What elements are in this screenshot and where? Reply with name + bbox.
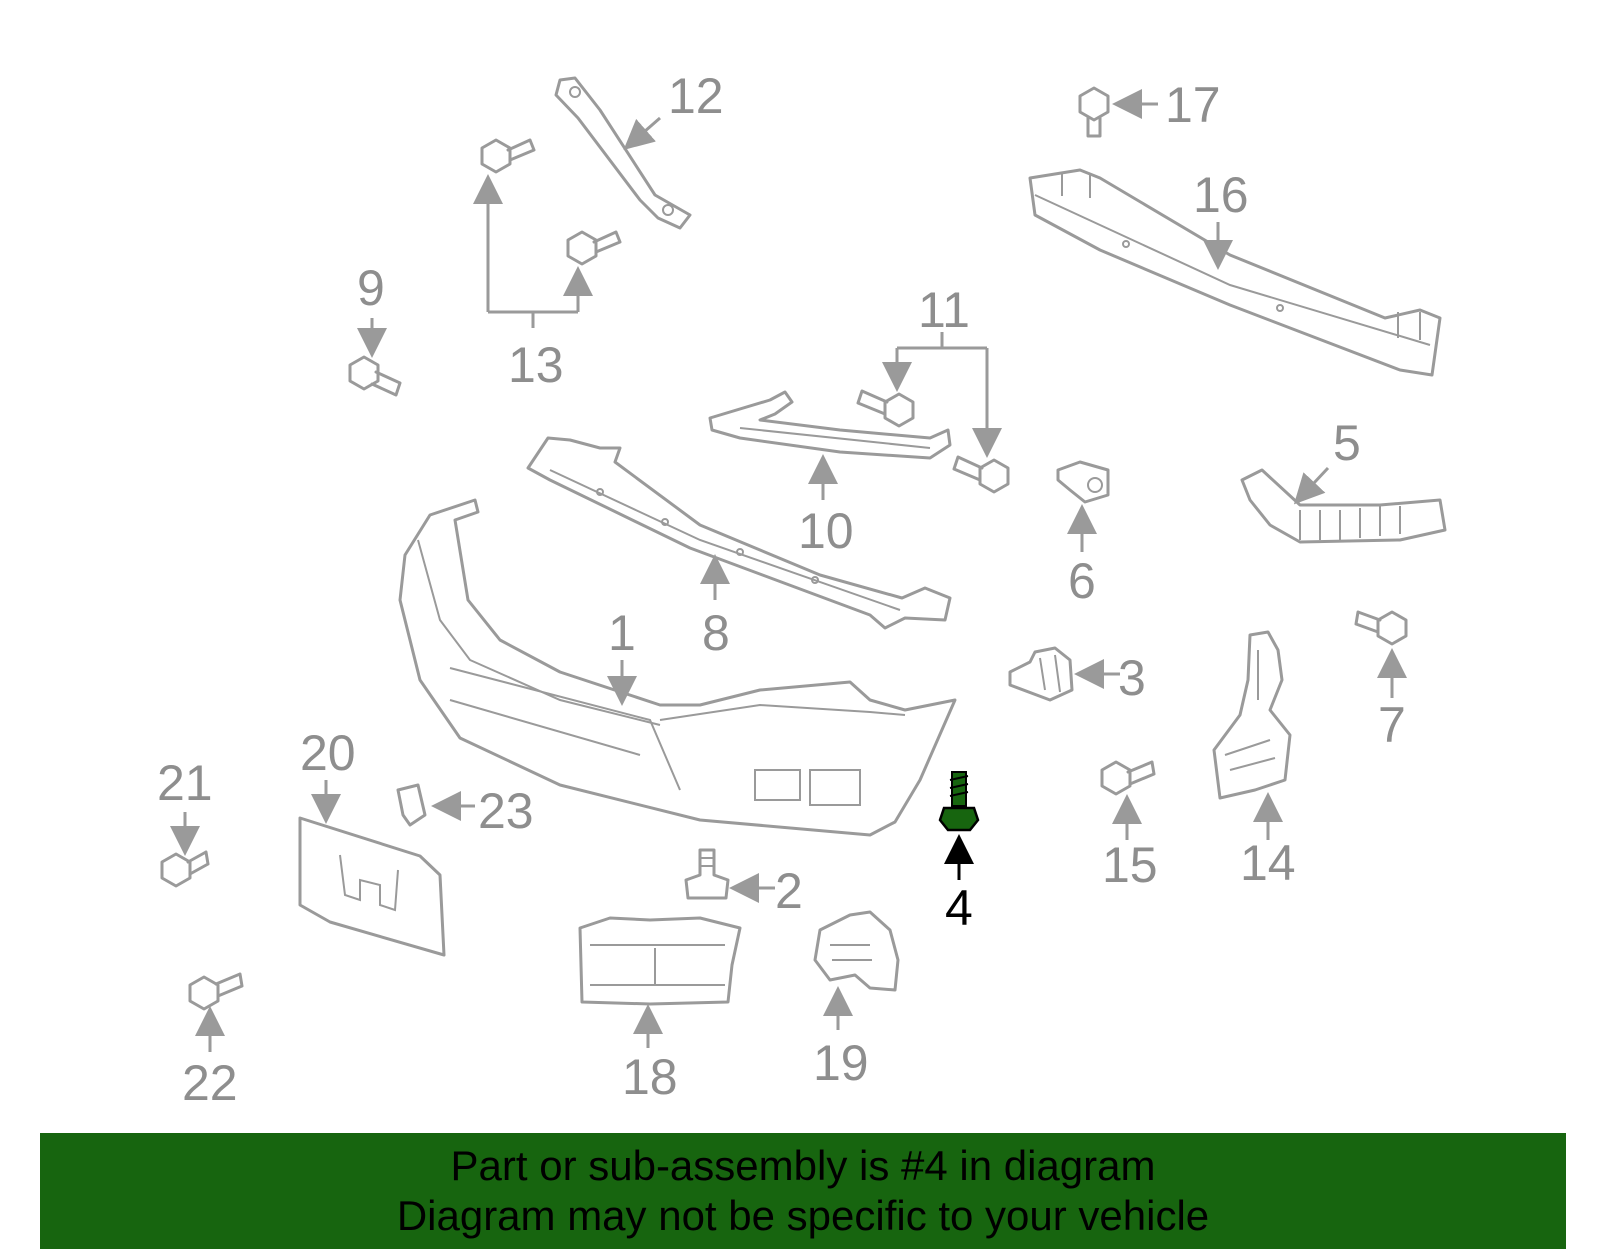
label-22: 22 xyxy=(182,1055,238,1111)
label-2: 2 xyxy=(775,863,803,919)
label-15: 15 xyxy=(1102,837,1158,893)
part-12-brace[interactable] xyxy=(554,76,692,230)
label-8: 8 xyxy=(702,605,730,661)
label-16: 16 xyxy=(1193,167,1249,223)
part-1-bumper-cover[interactable] xyxy=(398,498,957,837)
part-4-screw-highlighted[interactable] xyxy=(938,771,980,880)
label-23: 23 xyxy=(478,783,534,839)
parts-diagram: 12 13 9 17 16 xyxy=(157,68,1447,1111)
label-1: 1 xyxy=(608,605,636,661)
part-21-screw[interactable] xyxy=(160,812,210,888)
part-20-plate-bracket[interactable] xyxy=(298,780,446,957)
part-19-bracket[interactable] xyxy=(813,910,900,1030)
part-8-absorber[interactable] xyxy=(526,436,952,630)
part-14-bracket[interactable] xyxy=(1212,630,1292,840)
label-5: 5 xyxy=(1333,415,1361,471)
part-22-bolt[interactable] xyxy=(188,972,244,1052)
label-11: 11 xyxy=(918,282,970,338)
banner-line-part-number: Part or sub-assembly is #4 in diagram xyxy=(450,1142,1156,1189)
part-15-bolt[interactable] xyxy=(1100,760,1156,840)
label-21: 21 xyxy=(157,755,213,811)
part-6-clip[interactable] xyxy=(1056,460,1110,552)
label-6: 6 xyxy=(1068,553,1096,609)
part-5-side-bracket[interactable] xyxy=(1240,466,1447,544)
label-14: 14 xyxy=(1240,835,1296,891)
label-10: 10 xyxy=(798,503,854,559)
part-17-bolt[interactable] xyxy=(1078,86,1158,138)
part-13-bolts[interactable] xyxy=(473,138,622,328)
part-7-bolt[interactable] xyxy=(1354,610,1408,698)
part-23-nut[interactable] xyxy=(396,783,475,827)
label-4: 4 xyxy=(945,880,973,936)
part-2-clip[interactable] xyxy=(684,848,775,903)
part-10-bracket[interactable] xyxy=(708,390,952,500)
label-7: 7 xyxy=(1378,697,1406,753)
part-11-bolts[interactable] xyxy=(856,332,1010,494)
info-banner: Part or sub-assembly is #4 in diagram Di… xyxy=(40,1133,1566,1249)
label-12: 12 xyxy=(668,68,724,124)
label-13: 13 xyxy=(508,337,564,393)
label-17: 17 xyxy=(1165,77,1221,133)
label-9: 9 xyxy=(357,260,385,316)
label-3: 3 xyxy=(1118,650,1146,706)
label-18: 18 xyxy=(622,1049,678,1105)
part-18-lamp-housing[interactable] xyxy=(578,916,742,1048)
part-16-reinforcement[interactable] xyxy=(1028,168,1442,377)
label-20: 20 xyxy=(300,725,356,781)
part-9-bolt[interactable] xyxy=(348,318,402,397)
part-3-clip[interactable] xyxy=(1008,646,1120,702)
banner-line-disclaimer: Diagram may not be specific to your vehi… xyxy=(396,1192,1210,1239)
label-19: 19 xyxy=(813,1035,869,1091)
